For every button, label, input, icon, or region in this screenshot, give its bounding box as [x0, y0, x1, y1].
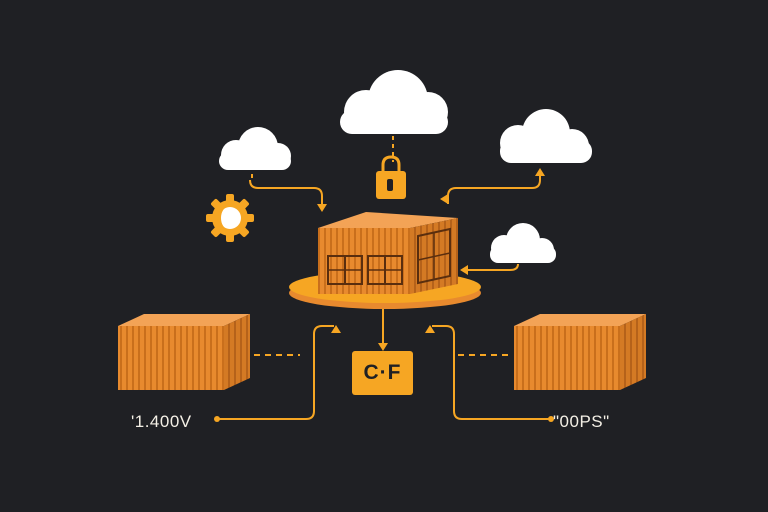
right-container [514, 314, 646, 390]
right-label: "00PS" [553, 412, 610, 431]
cloud-top-icon [340, 70, 448, 134]
gear-icon [206, 194, 254, 242]
cloud-left-icon [219, 127, 291, 170]
cloud-right-icon [500, 109, 592, 163]
center-function-box: C·F [352, 351, 413, 395]
central-container [318, 212, 458, 294]
connectors [218, 136, 550, 420]
arrowheads [214, 168, 554, 422]
lock-icon [376, 155, 406, 199]
left-container [118, 314, 250, 390]
cloud-small-icon [490, 223, 556, 263]
left-label: '1.400V [131, 412, 192, 431]
center-function-label: C·F [363, 361, 402, 384]
